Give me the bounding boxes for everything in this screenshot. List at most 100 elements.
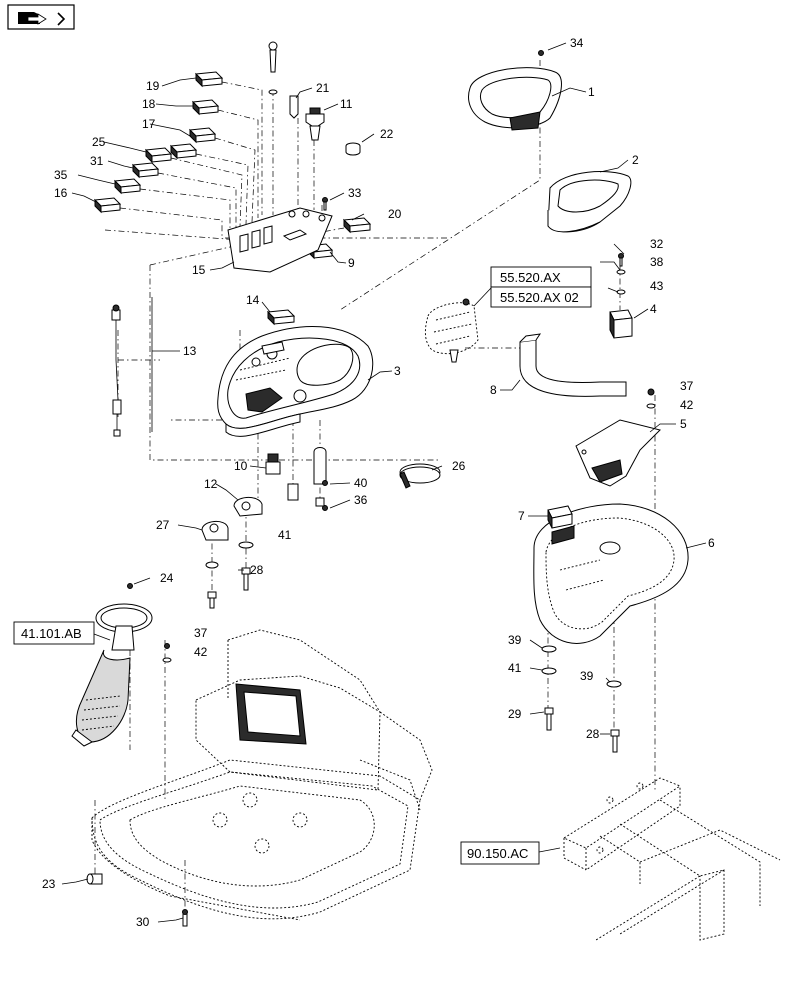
callout-26: 26 xyxy=(452,459,466,473)
screw-36 xyxy=(322,505,328,511)
callout-36: 36 xyxy=(354,493,368,507)
ref-55520ax02[interactable]: 55.520.AX 02 xyxy=(473,286,592,308)
floor-platform xyxy=(91,629,433,921)
callout-20: 20 xyxy=(388,207,402,221)
bulb-21 xyxy=(289,95,299,119)
ref-90150ac-label: 90.150.AC xyxy=(467,846,528,861)
callout-leaders xyxy=(61,42,707,923)
mounting-arm-8 xyxy=(519,333,627,397)
callout-13: 13 xyxy=(183,344,197,358)
callout-7: 7 xyxy=(518,509,525,523)
plug-23 xyxy=(86,873,103,885)
callout-6: 6 xyxy=(708,536,715,550)
switch-blank-31 xyxy=(131,162,160,179)
callout-35: 35 xyxy=(54,168,68,182)
bolt-27-lower xyxy=(207,591,217,609)
ref-55520ax[interactable]: 55.520.AX xyxy=(490,266,592,288)
washer-39a xyxy=(541,645,557,653)
wiring-harness-13 xyxy=(111,297,153,437)
washer-41b xyxy=(541,667,557,675)
connector-b xyxy=(313,447,327,507)
p-clip-27 xyxy=(201,521,229,541)
washer-27-lower xyxy=(205,561,219,569)
screw-30 xyxy=(182,909,188,927)
ref-41101ab[interactable]: 41.101.AB xyxy=(13,621,111,645)
bracket-5 xyxy=(575,419,661,487)
switch-panel-plate-15 xyxy=(227,207,333,273)
callout-18: 18 xyxy=(142,97,156,111)
washer-42b xyxy=(162,657,172,663)
switch-blank-14 xyxy=(266,309,296,326)
switch-blank-17b xyxy=(169,143,198,160)
callout-2: 2 xyxy=(632,153,639,167)
tray-6 xyxy=(533,503,689,644)
book-arrow-icon[interactable] xyxy=(7,4,75,30)
hose-clamp-26 xyxy=(399,463,441,489)
callout-16: 16 xyxy=(54,186,68,200)
washer-39b xyxy=(606,680,622,688)
screw-34 xyxy=(538,50,544,56)
ignition-switch-11 xyxy=(305,107,325,141)
ref-55520ax-label: 55.520.AX xyxy=(500,270,561,285)
key-switch-part xyxy=(268,41,278,95)
callout-21: 21 xyxy=(316,81,330,95)
callout-41a: 41 xyxy=(278,528,292,542)
bolt-28a xyxy=(241,567,251,591)
callout-43: 43 xyxy=(650,279,664,293)
callout-40: 40 xyxy=(354,476,368,490)
callout-28b: 28 xyxy=(586,727,600,741)
callout-31: 31 xyxy=(90,154,104,168)
callout-42a: 42 xyxy=(680,398,694,412)
block-7 xyxy=(547,505,573,529)
switch-blank-16 xyxy=(93,197,122,214)
callout-9: 9 xyxy=(348,256,355,270)
bolt-29 xyxy=(544,707,554,731)
callout-4: 4 xyxy=(650,302,657,316)
callout-42b: 42 xyxy=(194,645,208,659)
callout-38: 38 xyxy=(650,255,664,269)
ref-41101ab-label: 41.101.AB xyxy=(21,626,82,641)
ref-55520ax02-label: 55.520.AX 02 xyxy=(500,290,579,305)
switch-blank-20 xyxy=(342,217,372,234)
callout-22: 22 xyxy=(380,127,394,141)
washer-38 xyxy=(616,269,626,275)
switch-10 xyxy=(265,453,281,475)
callout-37b: 37 xyxy=(194,626,208,640)
callout-19: 19 xyxy=(146,79,160,93)
screw-40 xyxy=(322,480,328,486)
callout-17: 17 xyxy=(142,117,156,131)
callout-8: 8 xyxy=(490,383,497,397)
callout-1: 1 xyxy=(588,85,595,99)
callout-39b: 39 xyxy=(580,669,594,683)
knob-22 xyxy=(345,142,361,156)
callout-23: 23 xyxy=(42,877,56,891)
switch-blank-35 xyxy=(113,178,142,195)
callout-25: 25 xyxy=(92,135,106,149)
callout-labels: 1 2 3 4 5 6 7 8 9 10 11 12 13 14 15 16 1… xyxy=(42,36,715,929)
callout-3: 3 xyxy=(394,364,401,378)
ref-90150ac[interactable]: 90.150.AC xyxy=(460,841,561,865)
callout-24: 24 xyxy=(160,571,174,585)
display-bezel-1 xyxy=(468,67,562,131)
switch-blank-17 xyxy=(188,127,217,144)
callout-29: 29 xyxy=(508,707,522,721)
callout-15: 15 xyxy=(192,263,206,277)
screw-33 xyxy=(322,197,328,211)
dash-console-3 xyxy=(217,326,374,437)
switch-blank-18 xyxy=(191,99,220,116)
callout-34: 34 xyxy=(570,36,584,50)
screw-37a xyxy=(647,388,655,396)
frame-structure xyxy=(563,777,781,941)
callout-5: 5 xyxy=(680,417,687,431)
callout-41b: 41 xyxy=(508,661,522,675)
screw-32 xyxy=(618,253,624,267)
callout-30: 30 xyxy=(136,915,150,929)
mirror-housing xyxy=(424,298,479,363)
callout-39a: 39 xyxy=(508,633,522,647)
callout-32: 32 xyxy=(650,237,664,251)
bolt-28b xyxy=(610,729,620,753)
callout-10: 10 xyxy=(234,459,248,473)
callout-11: 11 xyxy=(340,97,353,111)
block-4 xyxy=(609,309,633,339)
